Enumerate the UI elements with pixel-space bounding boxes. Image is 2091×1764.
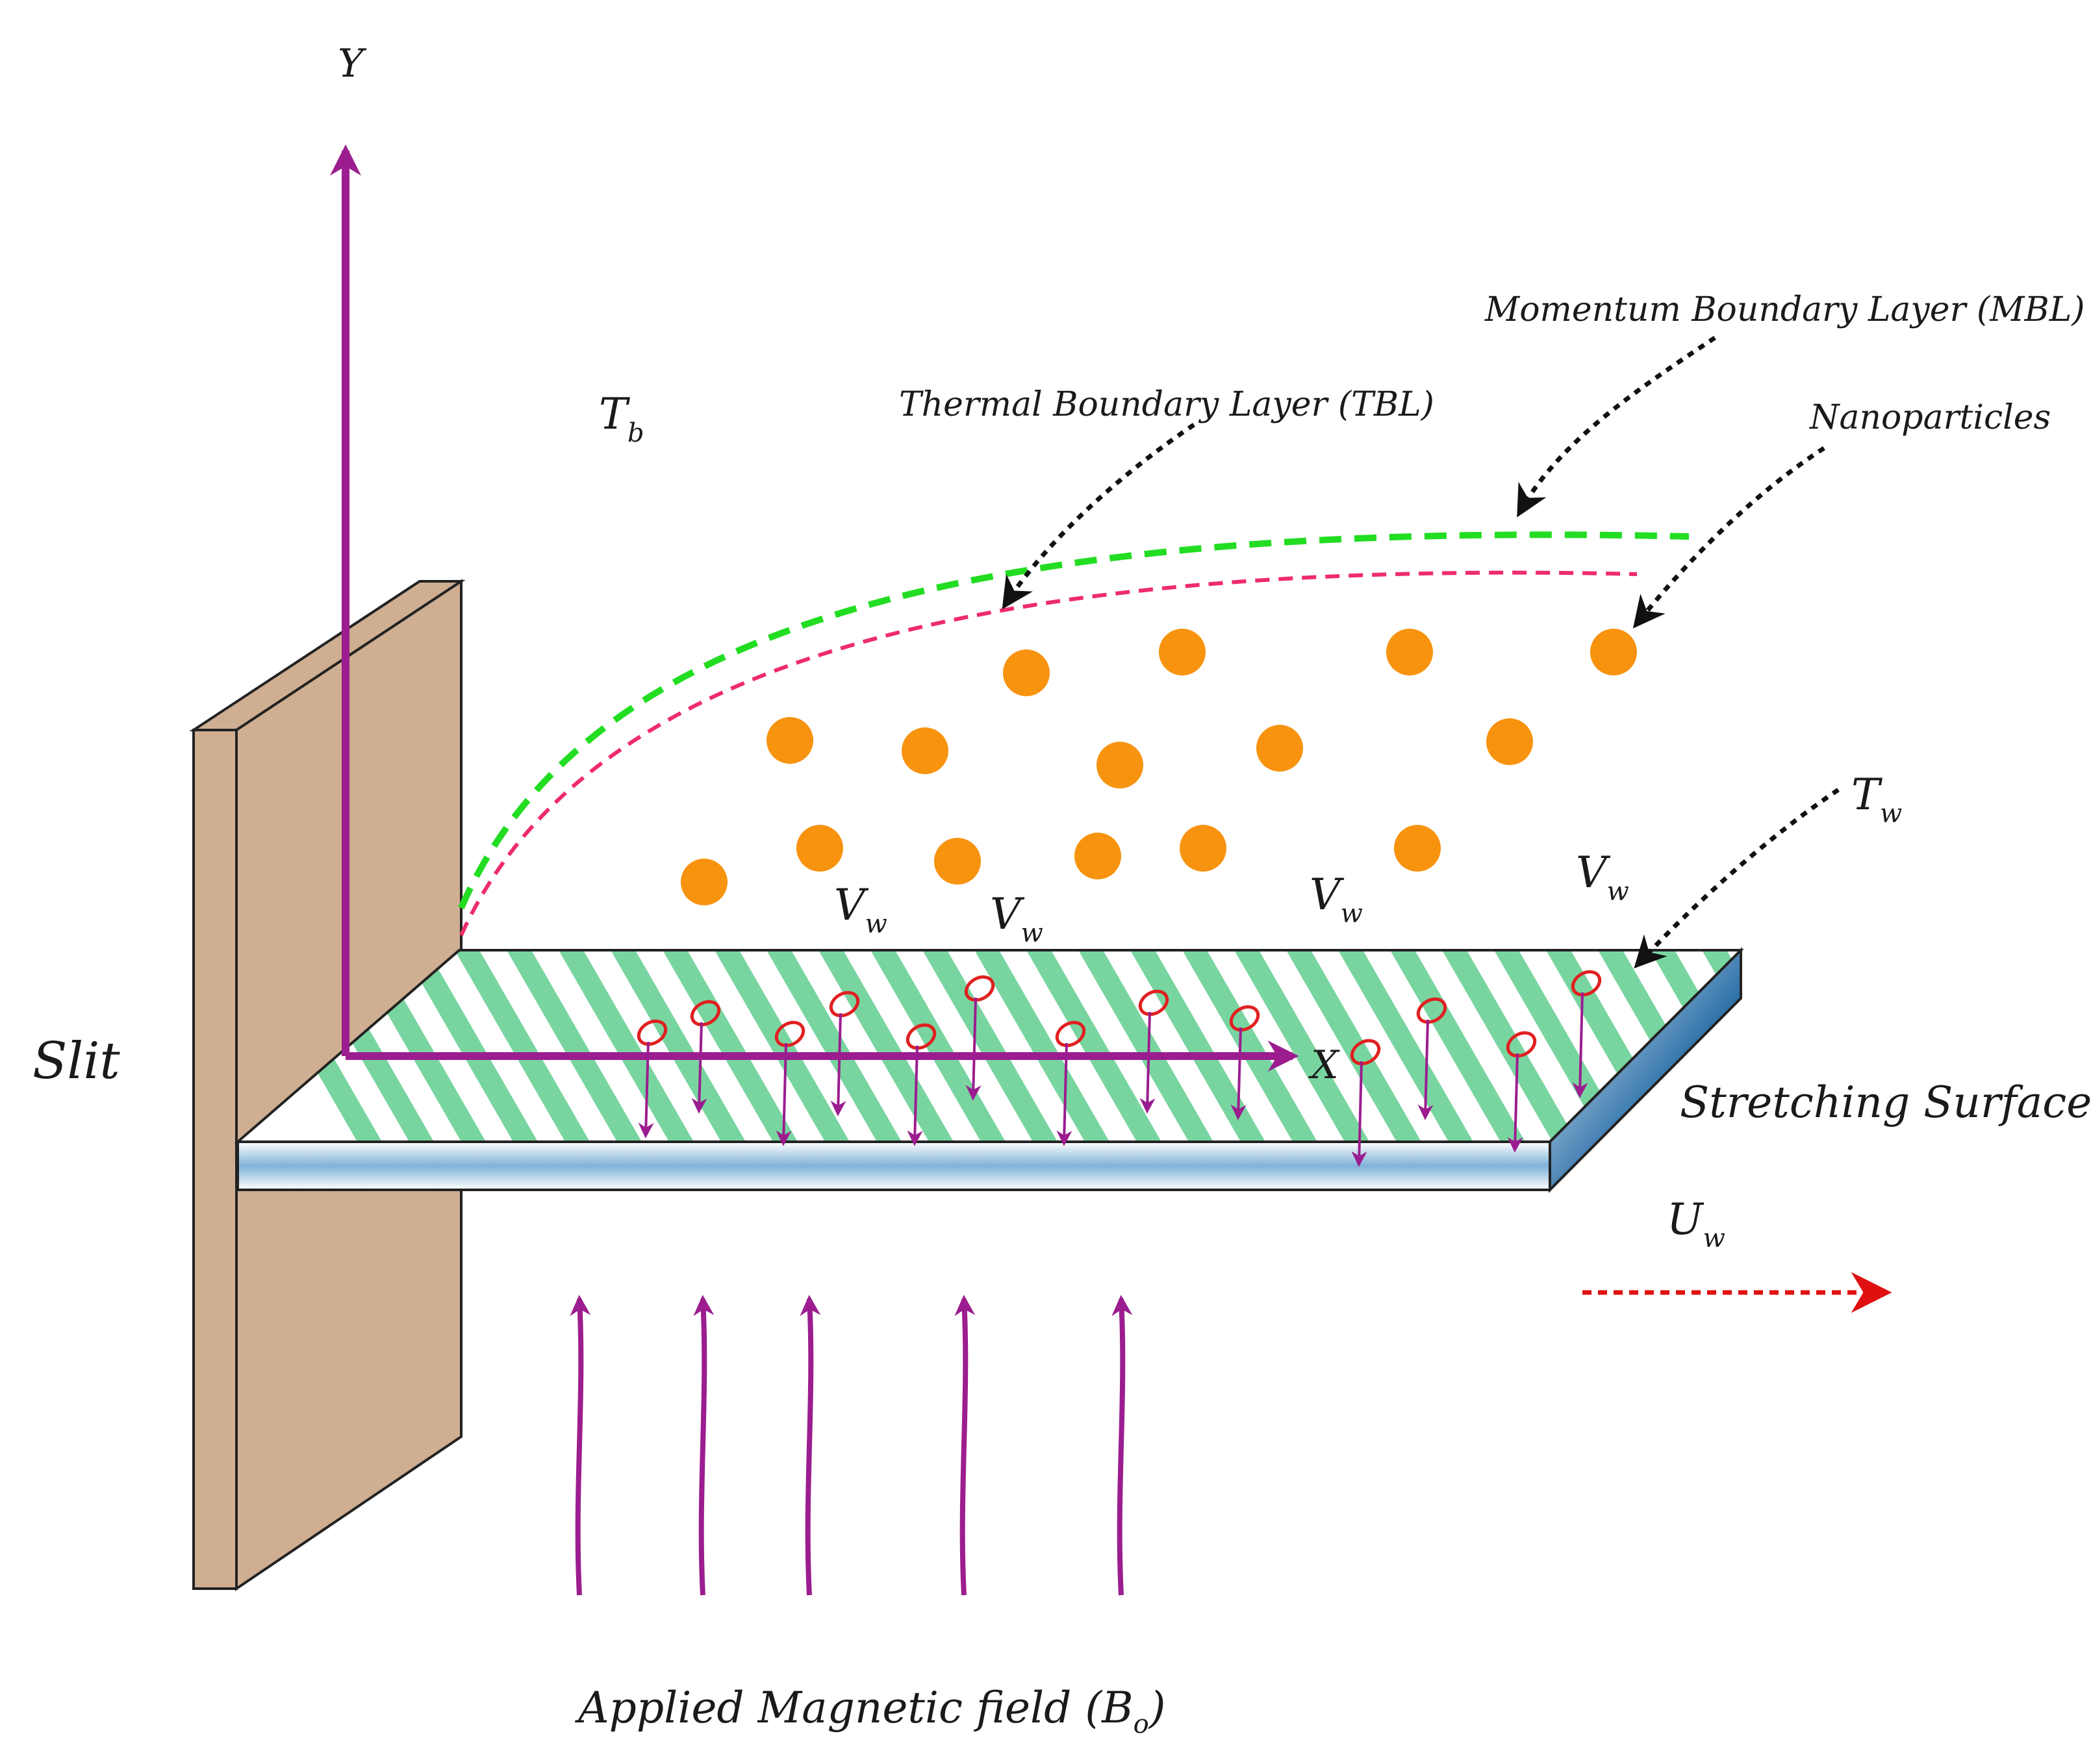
- nanoparticle: [1180, 825, 1226, 872]
- nanoparticle: [1486, 718, 1533, 765]
- suction-arrow: [830, 1013, 846, 1116]
- suction-arrow: [907, 1045, 923, 1146]
- nanoparticle: [1159, 629, 1206, 675]
- suction-arrow: [1507, 1053, 1523, 1153]
- nanoparticle: [1074, 833, 1121, 879]
- nanoparticle: [1256, 725, 1303, 772]
- surface-stripe: [1494, 950, 1629, 1142]
- surface-stripe: [1338, 950, 1473, 1142]
- surface-stripe: [922, 950, 1058, 1142]
- vw-label-4: Vw: [1576, 848, 1629, 907]
- nanoparticle: [1590, 629, 1637, 675]
- surface-vortices: [637, 970, 1602, 1167]
- vortex-ellipse: [1416, 997, 1447, 1024]
- vortex-ellipse: [1571, 970, 1602, 997]
- svg-text:Vw: Vw: [834, 880, 887, 939]
- surface-stripe: [403, 950, 538, 1142]
- svg-text:Vw: Vw: [990, 889, 1043, 948]
- nanoparticle: [1394, 825, 1441, 872]
- svg-text:Applied Magnetic field (Bo): Applied Magnetic field (Bo): [574, 1683, 1166, 1739]
- surface-stripe: [1026, 950, 1161, 1142]
- vortex-ellipse: [1350, 1039, 1381, 1066]
- nanoparticle: [681, 859, 728, 905]
- x-axis-label: X: [1308, 1042, 1340, 1088]
- tbl-label: Thermal Boundary Layer (TBL): [899, 385, 1434, 424]
- surface-stripe: [559, 950, 694, 1142]
- magnetic-field-arrow: [1111, 1294, 1133, 1596]
- vortex-ellipse: [690, 1000, 721, 1027]
- surface-stripe: [818, 950, 954, 1142]
- nanoparticle: [902, 727, 948, 774]
- surface-stripe: [455, 950, 590, 1142]
- magnetic-field-arrow: [800, 1294, 821, 1596]
- surface-stripe: [1390, 950, 1525, 1142]
- vortex-ellipse: [906, 1023, 937, 1050]
- surface-stripe: [767, 950, 902, 1142]
- svg-text:Tb: Tb: [599, 389, 644, 448]
- surface-stripe: [507, 950, 642, 1142]
- vortex-ellipse: [1055, 1020, 1086, 1048]
- magnetic-field-label: Applied Magnetic field (Bo): [574, 1683, 1166, 1739]
- vortex-ellipse: [1138, 989, 1169, 1016]
- slit-label: Slit: [32, 1032, 120, 1090]
- nanoparticle: [1386, 629, 1433, 675]
- suction-arrow: [1572, 992, 1588, 1098]
- nanoparticles-leader-arrow: [1632, 446, 1825, 629]
- suction-arrow: [1139, 1011, 1156, 1114]
- vortex-ellipse: [637, 1019, 668, 1046]
- nanoparticle: [1096, 742, 1143, 788]
- nanoparticles-label: Nanoparticles: [1808, 398, 2051, 437]
- suction-arrow: [1417, 1019, 1434, 1120]
- svg-text:Tw: Tw: [1851, 770, 1902, 829]
- surface-stripe: [974, 950, 1109, 1142]
- nanoparticle: [1003, 649, 1050, 696]
- surface-stripe: [1130, 950, 1265, 1142]
- vortex-ellipse: [829, 990, 860, 1018]
- uw-label: Uw: [1667, 1194, 1725, 1254]
- vortex-ellipse: [1229, 1005, 1260, 1032]
- vortex-ellipse: [774, 1020, 805, 1048]
- vw-label-3: Vw: [1310, 870, 1363, 929]
- tw-leader-arrow: [1634, 788, 1840, 969]
- vw-label-2: Vw: [990, 889, 1043, 948]
- suction-arrow: [965, 997, 982, 1101]
- tbl-leader-arrow: [1002, 423, 1195, 610]
- surface-stripe: [1234, 950, 1369, 1142]
- suction-arrow: [691, 1022, 707, 1114]
- svg-text:Vw: Vw: [1310, 870, 1363, 929]
- momentum-boundary-layer-curve: [458, 531, 1690, 909]
- mbl-label: Momentum Boundary Layer (MBL): [1484, 290, 2085, 329]
- nanoparticle: [796, 825, 843, 872]
- magnetic-field-arrow: [570, 1294, 591, 1596]
- nanoparticle: [934, 838, 981, 885]
- mbl-leader-arrow: [1517, 336, 1716, 518]
- magnetic-field-arrow: [693, 1294, 715, 1596]
- surface-stripe: [611, 950, 746, 1142]
- surface-stripe: [1078, 950, 1213, 1142]
- tb-label: Tb: [599, 389, 644, 448]
- nanoparticles-group: [681, 629, 1637, 905]
- magnetic-field-arrows: [570, 1294, 1133, 1596]
- suction-arrow: [1351, 1061, 1367, 1167]
- surface-stripe: [1182, 950, 1317, 1142]
- tw-label: Tw: [1851, 770, 1902, 829]
- surface-stripe: [1286, 950, 1421, 1142]
- stretching-surface: [234, 947, 1744, 1193]
- svg-text:Vw: Vw: [1576, 848, 1629, 907]
- vortex-ellipse: [964, 975, 995, 1002]
- surface-stripe: [663, 950, 798, 1142]
- suction-arrow: [1230, 1027, 1247, 1120]
- svg-text:Uw: Uw: [1667, 1194, 1725, 1254]
- y-axis-label: Y: [338, 41, 367, 86]
- nanoparticle: [767, 717, 813, 764]
- thermal-boundary-layer-curve: [459, 570, 1638, 937]
- vw-label-1: Vw: [834, 880, 887, 939]
- stretching-surface-label: Stretching Surface: [1680, 1077, 2091, 1128]
- magnetic-field-arrow: [954, 1294, 976, 1596]
- vortex-ellipse: [1506, 1031, 1537, 1058]
